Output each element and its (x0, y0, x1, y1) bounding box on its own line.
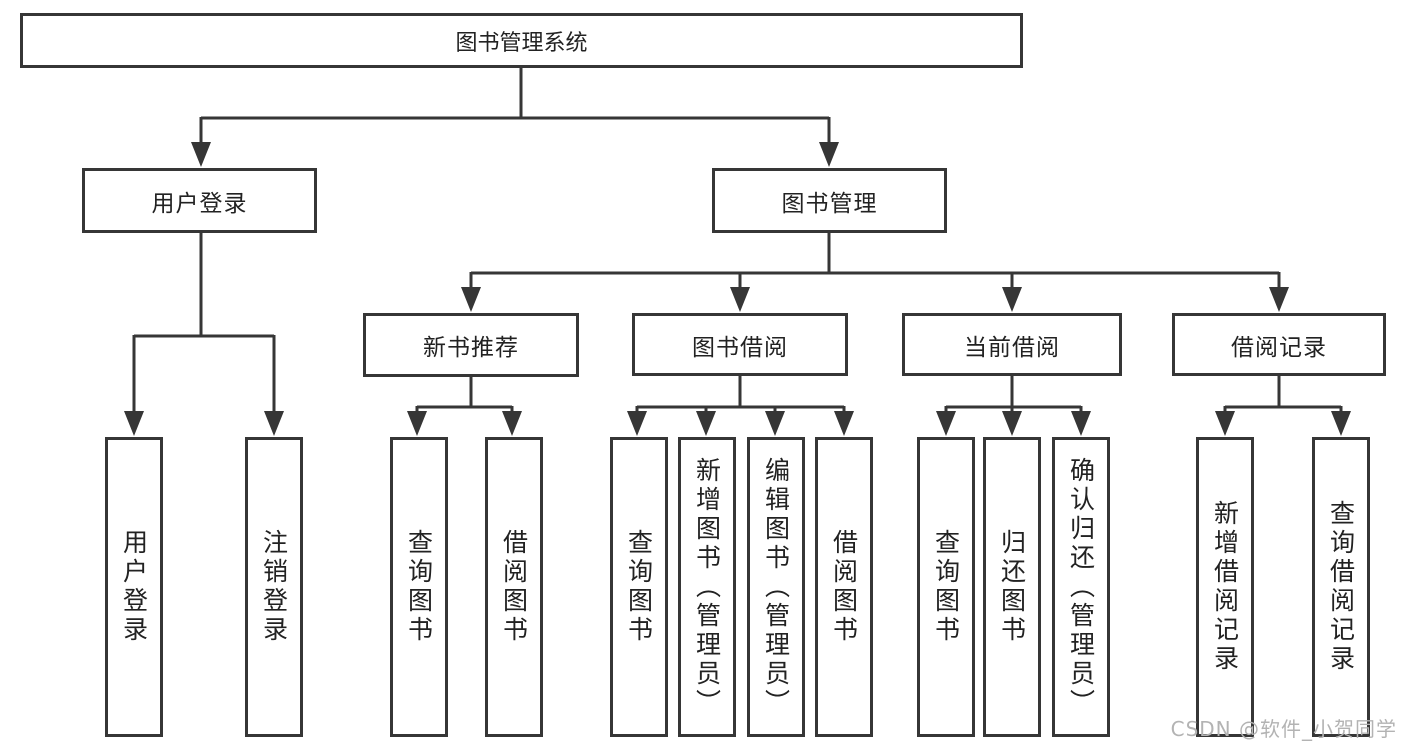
node-current-borrow: 当前借阅 (902, 313, 1122, 376)
node-borrow-records: 借阅记录 (1172, 313, 1386, 376)
arrow-down-icon (936, 411, 956, 436)
arrow-down-icon (124, 411, 144, 436)
leaf-user-login: 用户登录 (105, 437, 163, 737)
node-user-login: 用户登录 (82, 168, 317, 233)
arrow-down-icon (191, 142, 211, 167)
node-root: 图书管理系统 (20, 13, 1023, 68)
connector-user-login-children (132, 233, 276, 414)
connector-borrow-records-children (1223, 376, 1343, 413)
arrow-down-icon (819, 142, 839, 167)
leaf-query-books-borrow: 查询图书 (610, 437, 668, 737)
connector-root-to-level2 (199, 68, 831, 146)
arrow-down-icon (730, 287, 750, 312)
arrow-down-icon (1269, 287, 1289, 312)
arrow-down-icon (834, 411, 854, 436)
leaf-query-books-recommend: 查询图书 (390, 437, 448, 737)
leaf-borrow-books: 借阅图书 (815, 437, 873, 737)
leaf-logout: 注销登录 (245, 437, 303, 737)
leaf-add-books-admin: 新增图书（管理员） (678, 437, 736, 737)
node-book-management: 图书管理 (712, 168, 947, 233)
leaf-edit-books-admin: 编辑图书（管理员） (747, 437, 805, 737)
connector-current-borrow-children (944, 376, 1083, 413)
arrow-down-icon (765, 411, 785, 436)
arrow-down-icon (1215, 411, 1235, 436)
arrow-down-icon (1002, 411, 1022, 436)
arrow-down-icon (461, 287, 481, 312)
leaf-query-borrow-record: 查询借阅记录 (1312, 437, 1370, 737)
connector-book-borrow-children (635, 376, 846, 413)
arrow-down-icon (627, 411, 647, 436)
leaf-query-books-current: 查询图书 (917, 437, 975, 737)
arrow-down-icon (1071, 411, 1091, 436)
arrow-down-icon (264, 411, 284, 436)
node-new-book-recommend: 新书推荐 (363, 313, 579, 377)
csdn-watermark: CSDN @软件_小贺同学 (1170, 717, 1397, 741)
arrow-down-icon (502, 411, 522, 436)
connector-book-management-children (469, 233, 1281, 290)
leaf-return-books: 归还图书 (983, 437, 1041, 737)
node-book-borrow: 图书借阅 (632, 313, 848, 376)
leaf-borrow-books-recommend: 借阅图书 (485, 437, 543, 737)
arrow-down-icon (407, 411, 427, 436)
arrow-down-icon (1002, 287, 1022, 312)
arrow-down-icon (696, 411, 716, 436)
arrow-down-icon (1331, 411, 1351, 436)
leaf-confirm-return-admin: 确认归还（管理员） (1052, 437, 1110, 737)
connector-new-book-recommend-children (415, 377, 514, 413)
leaf-add-borrow-record: 新增借阅记录 (1196, 437, 1254, 737)
